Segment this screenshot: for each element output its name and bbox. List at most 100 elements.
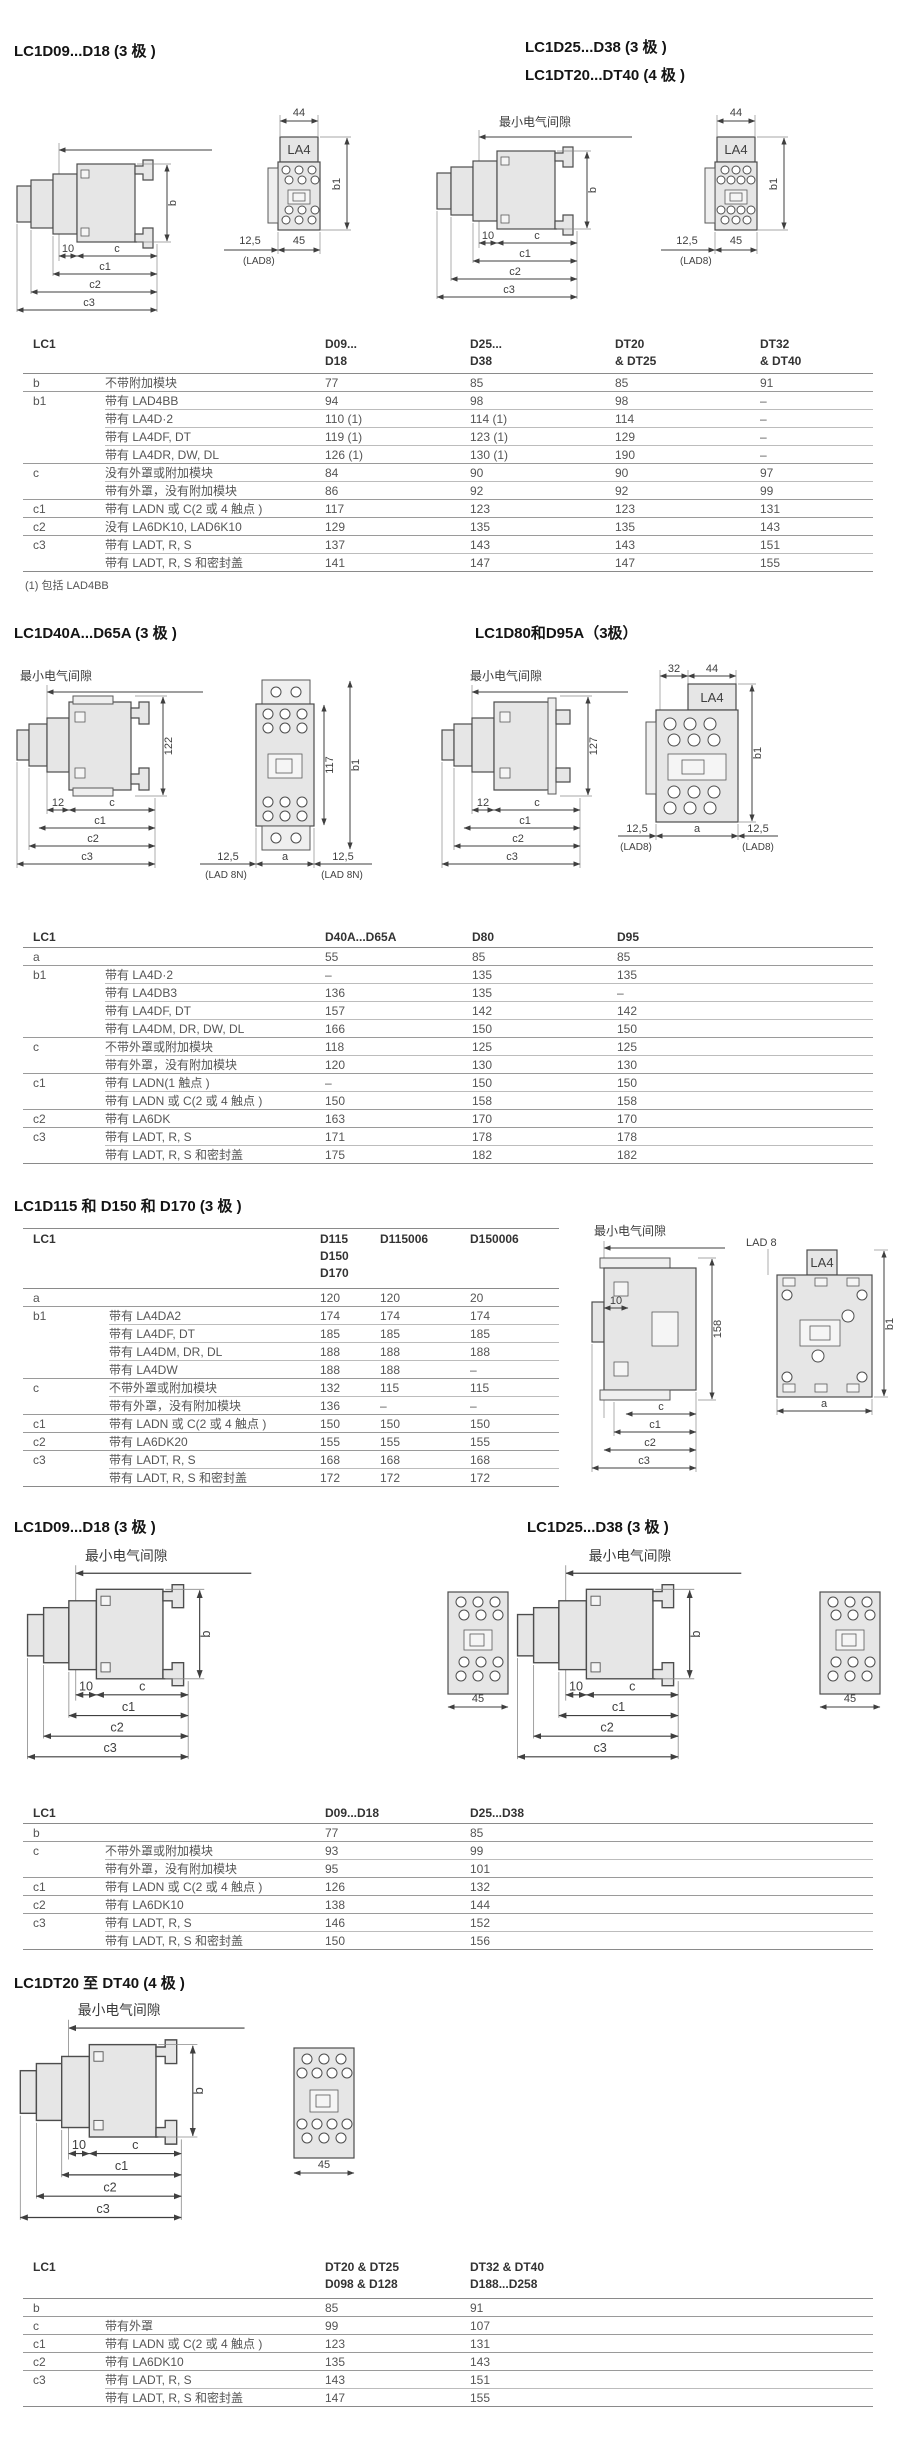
table-header-cell: D40A...D65A <box>325 930 397 944</box>
param-cell: c1 <box>33 1880 46 1894</box>
value-cell: 150 <box>380 1417 401 1431</box>
lad8-label: (LAD8) <box>680 256 712 267</box>
table-header-cell: LC1 <box>33 2260 56 2274</box>
param-cell: c <box>33 1844 39 1858</box>
section3-title: LC1D115 和 D150 和 D170 (3 极 ) <box>14 1198 242 1215</box>
value-cell: 136 <box>325 986 346 1000</box>
dim-label-c2: c2 <box>509 266 521 278</box>
description-cell: 带有外罩，没有附加模块 <box>105 484 238 498</box>
value-cell: 147 <box>470 556 491 570</box>
front-view-d25-d38-b: 45 <box>819 1591 881 1710</box>
description-cell: 带有 LA4DM, DR, DW, DL <box>105 1022 245 1036</box>
description-cell: 带有 LADN 或 C(2 或 4 触点 ) <box>105 1880 263 1894</box>
description-cell: 带有 LA4DF, DT <box>105 1004 192 1018</box>
dim-label-b: b <box>191 2087 206 2094</box>
value-cell: 86 <box>325 484 339 498</box>
description-cell: 带有 LADT, R, S <box>109 1453 196 1467</box>
value-cell: 188 <box>380 1363 401 1377</box>
contactor-front <box>255 679 315 851</box>
value-cell: 123 <box>615 502 636 516</box>
value-cell: 94 <box>325 394 339 408</box>
value-cell: 115 <box>470 1381 490 1395</box>
dim-label-c: c <box>109 797 115 809</box>
clearance-label: 最小电气间隙 <box>589 1549 672 1564</box>
value-cell: 150 <box>472 1076 493 1090</box>
dim-label-45: 45 <box>472 1693 484 1705</box>
dim-label-c3: c3 <box>503 284 515 296</box>
value-cell: 130 <box>472 1058 493 1072</box>
dim-label-c1: c1 <box>612 1700 625 1714</box>
param-cell: c3 <box>33 1916 46 1930</box>
value-cell: 120 <box>325 1058 346 1072</box>
value-cell: 135 <box>325 2355 346 2369</box>
contactor-body <box>436 146 574 236</box>
value-cell: 151 <box>470 2373 491 2387</box>
section2-title-left: LC1D40A...D65A (3 极 ) <box>14 625 177 642</box>
dim-label-44: 44 <box>293 107 305 119</box>
value-cell: 135 <box>617 968 638 982</box>
value-cell: 77 <box>325 1826 339 1840</box>
contactor-front <box>447 1591 509 1695</box>
value-cell: 114 <box>615 412 635 426</box>
value-cell: 130 (1) <box>470 448 509 462</box>
description-cell: 带有 LADN 或 C(2 或 4 触点 ) <box>105 502 263 516</box>
dim-label-c: c <box>114 243 120 255</box>
value-cell: 85 <box>617 950 631 964</box>
description-cell: 带有 LA4D·2 <box>105 968 174 982</box>
description-cell: 带有 LA4DR, DW, DL <box>105 448 220 462</box>
front-view-d80-d95: 32 44 LA4 b1 12,5 a 12,5 (LAD8) (LAD8) <box>618 663 778 853</box>
dim-label-10: 10 <box>482 230 494 242</box>
description-cell: 带有 LAD4BB <box>105 394 179 408</box>
value-cell: 172 <box>380 1471 401 1485</box>
value-cell: 85 <box>472 950 486 964</box>
description-cell: 带有 LA4DB3 <box>105 986 178 1000</box>
front-view-d115-d170: LAD 8 LA4 b1 a <box>746 1237 896 1415</box>
dim-label-b1: b1 <box>331 178 343 190</box>
description-cell: 带有 LADT, R, S 和密封盖 <box>105 1934 244 1948</box>
value-cell: 147 <box>325 2391 346 2405</box>
value-cell: 84 <box>325 466 339 480</box>
value-cell: 182 <box>617 1148 638 1162</box>
clearance-label: 最小电气间隙 <box>499 114 571 129</box>
dim-label-12-5: 12,5 <box>626 823 647 835</box>
contactor-front <box>267 136 321 231</box>
dim-label-c1: c1 <box>94 815 106 827</box>
value-cell: 115 <box>380 1381 400 1395</box>
dim-label-45: 45 <box>318 2159 330 2171</box>
param-cell: c <box>33 2319 39 2333</box>
table-header-cell: D150006 <box>470 1232 519 1246</box>
dim-label-c: c <box>132 2137 139 2152</box>
value-cell: 172 <box>320 1471 341 1485</box>
dim-label-c2: c2 <box>600 1721 613 1735</box>
param-cell: b1 <box>33 968 47 982</box>
value-cell: 163 <box>325 1112 346 1126</box>
table-header-cell: D09...D18 <box>325 337 358 368</box>
value-cell: 132 <box>320 1381 341 1395</box>
param-cell: c2 <box>33 2355 46 2369</box>
value-cell: 85 <box>470 1826 484 1840</box>
dim-label-c2: c2 <box>512 833 524 845</box>
value-cell: 151 <box>760 538 781 552</box>
value-cell: 135 <box>470 520 491 534</box>
param-cell: c2 <box>33 1435 46 1449</box>
dim-label-c3: c3 <box>83 297 95 309</box>
section2-title-right: LC1D80和D95A（3极） <box>475 625 638 642</box>
value-cell: 125 <box>472 1040 493 1054</box>
value-cell: 174 <box>380 1309 401 1323</box>
dim-label-c1: c1 <box>519 248 531 260</box>
description-cell: 带有外罩 <box>105 2319 154 2333</box>
dim-label-c3: c3 <box>96 2201 109 2216</box>
param-cell: c <box>33 1381 39 1395</box>
